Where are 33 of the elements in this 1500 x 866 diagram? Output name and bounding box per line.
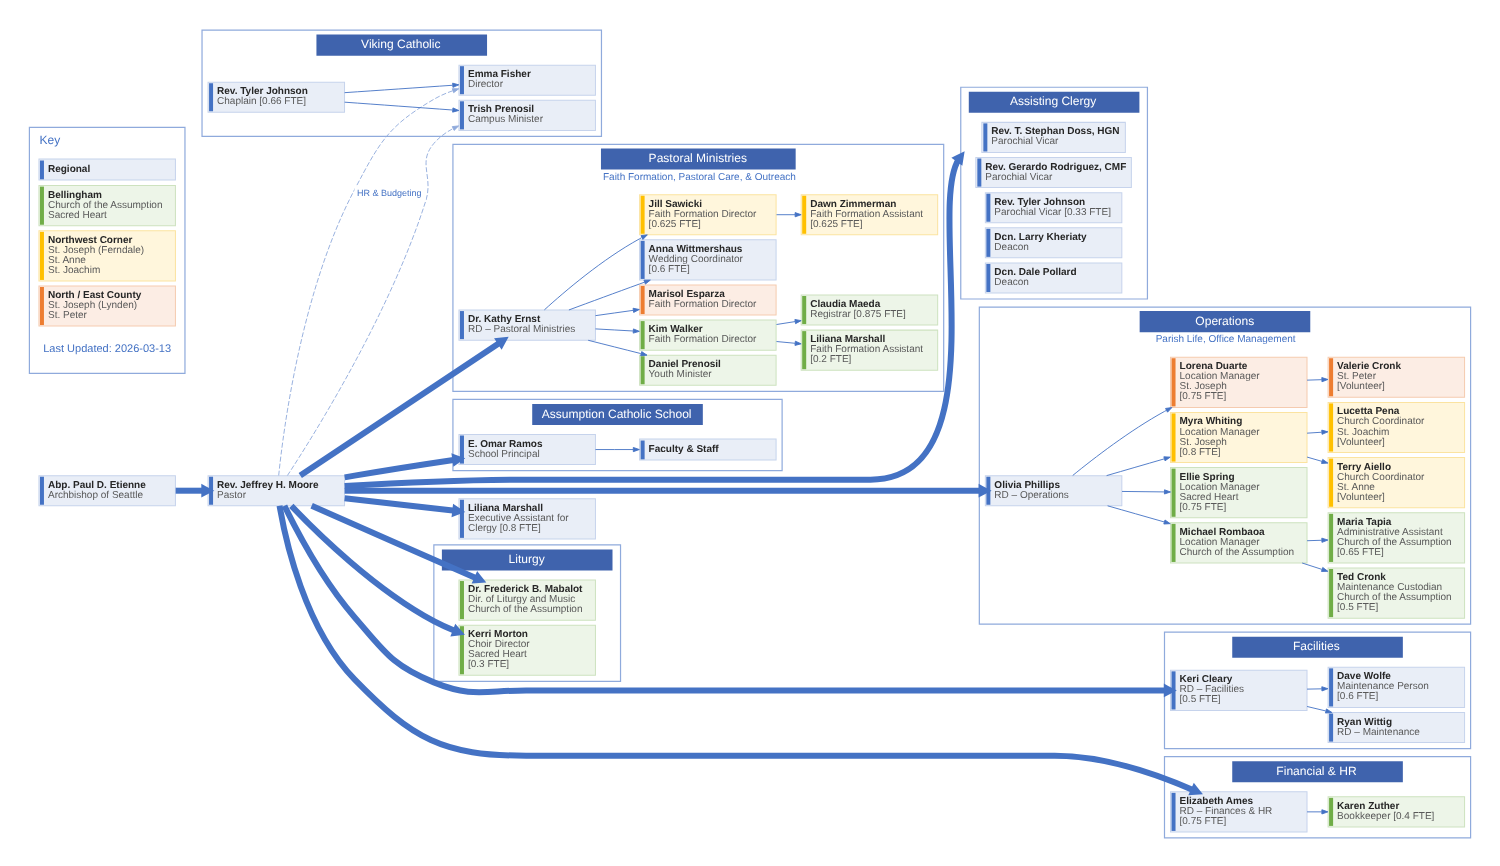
arrow	[1306, 705, 1333, 713]
arrow	[595, 306, 640, 316]
arrow	[1306, 536, 1329, 542]
arrow	[1306, 808, 1329, 814]
arrow	[344, 100, 460, 112]
arrow	[1072, 406, 1173, 475]
arrow	[587, 338, 648, 356]
arrow	[568, 278, 651, 310]
arrow	[776, 211, 802, 217]
arrow	[595, 327, 640, 333]
arrow	[281, 503, 1177, 697]
arrow	[1306, 685, 1329, 691]
arrow	[543, 233, 648, 310]
arrow	[595, 446, 640, 452]
arrow	[310, 502, 487, 583]
arrow	[776, 318, 802, 324]
arrow	[289, 502, 465, 636]
arrow	[344, 494, 466, 517]
arrow	[344, 81, 460, 93]
arrow	[1107, 504, 1171, 524]
arrow	[1306, 376, 1329, 382]
arrow	[1306, 455, 1329, 463]
arrow	[344, 150, 965, 489]
arrow	[776, 339, 802, 345]
arrow	[1306, 428, 1329, 434]
arrow	[175, 482, 215, 497]
arrow	[276, 504, 1203, 795]
arrow	[298, 335, 509, 477]
arrow	[1121, 488, 1171, 494]
arrow	[1106, 455, 1171, 476]
arrow	[1301, 561, 1329, 571]
arrow	[344, 452, 466, 480]
arrow	[344, 482, 992, 497]
